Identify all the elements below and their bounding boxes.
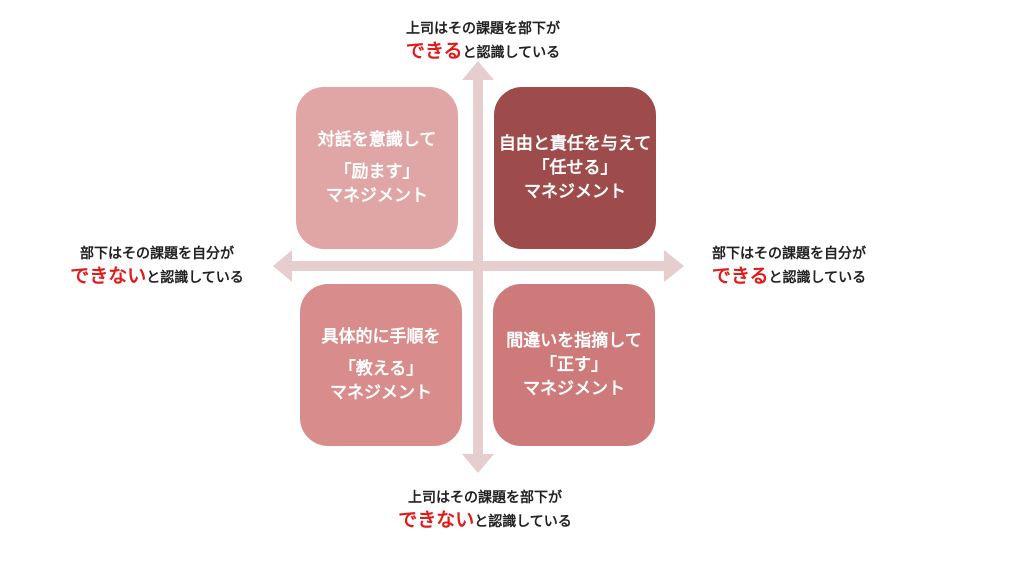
quadrant-delegate: 自由と責任を与えて 「任せる」 マネジメント xyxy=(494,87,656,249)
up-arrowhead xyxy=(462,61,494,80)
axis-label-left: 部下はその課題を自分が できないと認識している xyxy=(52,243,262,289)
quadrant-correct: 間違いを指摘して 「正す」 マネジメント xyxy=(493,284,655,446)
axis-label-left-tail: と認識している xyxy=(146,270,244,286)
quadrant-encourage-line1: 対話を意識して xyxy=(317,130,437,150)
quadrant-correct-line2: 「正す」 xyxy=(540,355,608,375)
axis-label-right-emphasis: できる xyxy=(711,265,769,287)
axis-label-left-line1: 部下はその課題を自分が xyxy=(80,246,234,262)
axis-label-right: 部下はその課題を自分が できると認識している xyxy=(694,243,884,289)
quadrant-delegate-line1: 自由と責任を与えて xyxy=(498,134,652,154)
quadrant-correct-line3: マネジメント xyxy=(523,379,625,399)
axis-label-top: 上司はその課題を部下が できると認識している xyxy=(388,18,578,64)
quadrant-delegate-line2: 「任せる」 xyxy=(532,158,618,178)
right-arrowhead xyxy=(664,250,684,282)
axis-label-top-tail: と認識している xyxy=(462,45,561,61)
axis-label-right-tail: と認識している xyxy=(768,270,867,286)
quadrant-encourage-line2: 「励ます」 xyxy=(334,162,420,182)
horizontal-axis-shaft xyxy=(290,261,666,271)
quadrant-delegate-line3: マネジメント xyxy=(524,182,626,202)
axis-label-bottom-emphasis: できない xyxy=(398,509,475,531)
axis-label-bottom: 上司はその課題を部下が できないと認識している xyxy=(385,487,585,533)
quadrant-teach-line1: 具体的に手順を xyxy=(321,327,441,347)
quadrant-encourage: 対話を意識して 「励ます」 マネジメント xyxy=(296,87,458,249)
quadrant-teach-line2: 「教える」 xyxy=(338,359,424,379)
axis-label-top-emphasis: できる xyxy=(405,40,463,62)
axis-label-bottom-line1: 上司はその課題を部下が xyxy=(408,490,562,506)
axis-label-bottom-tail: と認識している xyxy=(474,514,572,530)
axis-label-top-line1: 上司はその課題を部下が xyxy=(406,21,560,37)
axis-label-left-emphasis: できない xyxy=(70,265,147,287)
quadrant-encourage-line3: マネジメント xyxy=(326,186,428,206)
axis-label-right-line1: 部下はその課題を自分が xyxy=(712,246,866,262)
quadrant-teach: 具体的に手順を 「教える」 マネジメント xyxy=(300,284,462,446)
quadrant-correct-line1: 間違いを指摘して xyxy=(506,331,642,351)
quadrant-teach-line3: マネジメント xyxy=(330,383,432,403)
down-arrowhead xyxy=(462,454,494,473)
left-arrowhead xyxy=(273,250,292,282)
